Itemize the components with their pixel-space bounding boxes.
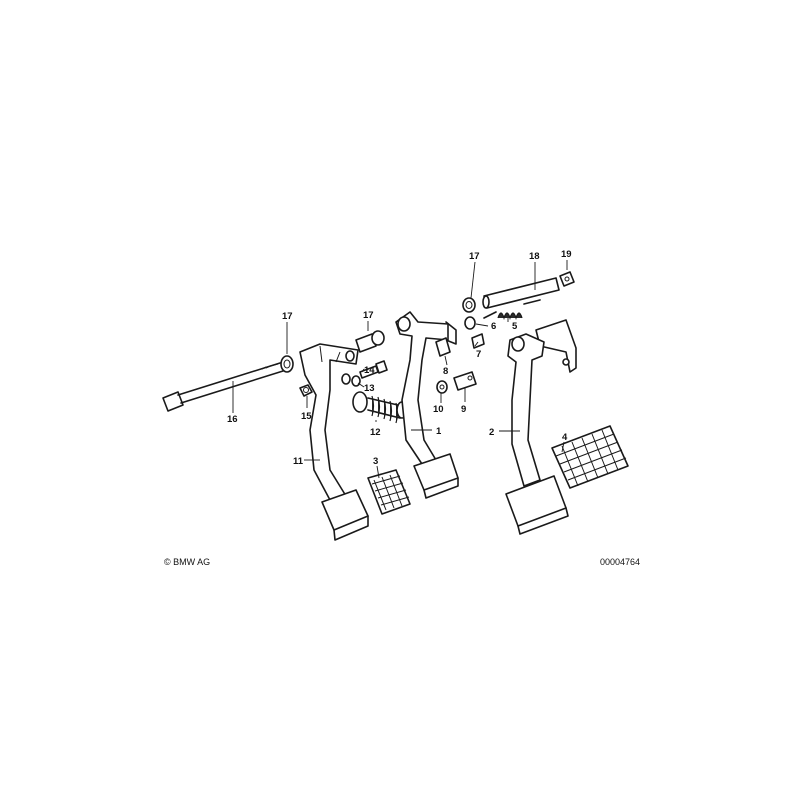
bushing-6 (464, 316, 476, 330)
nut-19 (559, 271, 575, 287)
pivot-bolt (162, 362, 284, 412)
bolt-7 (471, 333, 485, 349)
callout-15: 15 (301, 411, 312, 422)
clutch-pedal-arm (299, 343, 359, 501)
callout-6: 6 (491, 321, 496, 332)
callout-14: 14 (364, 365, 375, 376)
brake-pedal-arm (395, 311, 457, 465)
copyright-notice: © BMW AG (164, 557, 211, 567)
pedal-pad-4 (551, 425, 629, 489)
bushing-17-left (280, 355, 294, 373)
pedal-bracket (535, 319, 577, 373)
pin-9 (453, 371, 477, 391)
pivot-shaft (482, 277, 560, 309)
leader-lines (232, 260, 568, 479)
callout-2: 2 (489, 427, 494, 438)
clutch-pedal-foot (321, 489, 369, 541)
nut-15 (299, 384, 313, 397)
pedal-2-foot (505, 475, 569, 535)
callout-1: 1 (436, 426, 442, 437)
bushing-17-mid (355, 330, 385, 353)
bolt-14 (359, 360, 388, 379)
pedal-2-arm (507, 333, 545, 487)
return-spring-5 (483, 299, 541, 321)
clutch-pedal-pad (367, 469, 411, 515)
callout-3: 3 (373, 456, 378, 467)
callout-5: 5 (512, 321, 518, 332)
callout-7: 7 (476, 349, 481, 360)
spring-12 (352, 391, 408, 424)
callout-9: 9 (461, 404, 466, 415)
callout-19: 19 (561, 249, 572, 260)
callout-18: 18 (529, 251, 540, 262)
callout-13: 13 (364, 383, 375, 394)
callout-10: 10 (433, 404, 444, 415)
callout-17-left: 17 (282, 311, 293, 322)
callout-17-right: 17 (469, 251, 480, 262)
washer-13 (341, 373, 361, 387)
callout-11: 11 (293, 456, 304, 467)
callout-labels: 17 17 17 18 19 5 6 7 8 9 10 14 13 12 15 … (227, 249, 572, 467)
callout-16: 16 (227, 414, 238, 425)
drawing-number: 00004764 (600, 557, 641, 567)
callout-12: 12 (370, 427, 381, 438)
callout-17-middle: 17 (363, 310, 374, 321)
clip-8 (435, 337, 451, 357)
callout-4: 4 (562, 432, 568, 443)
nut-10 (436, 380, 448, 394)
brake-pedal-foot (413, 453, 459, 499)
bushing-17-right (462, 297, 476, 313)
callout-8: 8 (443, 366, 448, 377)
